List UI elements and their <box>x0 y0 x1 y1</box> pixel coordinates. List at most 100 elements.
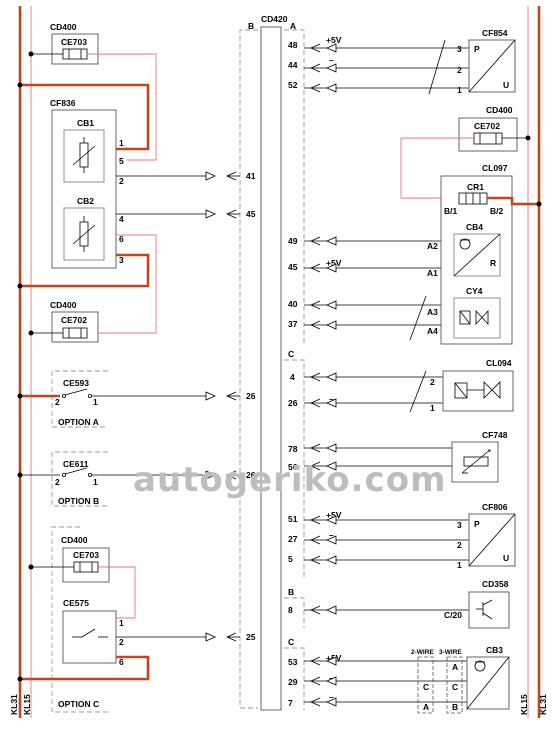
cb2-pin-3: 3 <box>119 255 124 265</box>
option-a-label: OPTION A <box>58 417 99 427</box>
pin-41-label: 41 <box>246 171 256 181</box>
cf806-u-label: U <box>503 553 509 563</box>
junction-dot <box>28 51 34 57</box>
pin-26-right-label: 26 <box>288 398 298 408</box>
connector-arrow-icon <box>310 236 321 246</box>
ce703-to-ce575-wire <box>98 566 136 619</box>
ce702-to-cr1-wire <box>400 137 474 199</box>
ce593-label: CE593 <box>63 378 89 388</box>
cd358-label: CD358 <box>482 579 509 589</box>
connector-arrow-icon <box>326 63 337 73</box>
cd420-left-bracket <box>239 29 258 709</box>
ce703-to-cb1-wire <box>87 53 157 161</box>
cb1-pin-1: 1 <box>119 138 124 148</box>
cf854-u-label: U <box>503 80 509 90</box>
cf806-diagonal-icon <box>468 513 516 567</box>
pin-53-label: 53 <box>288 657 298 667</box>
ce593-switch-icon <box>62 388 93 398</box>
connector-arrow-icon <box>310 697 321 707</box>
pin-48-label: 48 <box>288 40 298 50</box>
pin-49-label: 49 <box>288 236 298 246</box>
cb4-r-label: R <box>490 258 496 268</box>
watermark: autogeriko.com <box>133 460 447 500</box>
cf854-label: CF854 <box>482 28 508 38</box>
option-b-label: OPTION B <box>58 496 99 506</box>
connector-arrow-icon <box>326 676 337 686</box>
ce611-option-b: CE611 2 1 OPTION B <box>17 451 206 507</box>
cl094-valve-icon <box>454 381 501 399</box>
connector-arrow-icon <box>326 535 337 545</box>
signal-plus5v-3: +5V <box>326 510 342 520</box>
pin-78-label: 78 <box>288 444 298 454</box>
cb2-supply-wire <box>88 234 157 334</box>
right-rails: KL15 KL31 <box>519 6 548 718</box>
cd400-ce702-right: CD400 CE702 <box>400 105 531 199</box>
cy4-pin-a3: A3 <box>427 307 438 317</box>
connector-arrow-icon <box>310 461 321 471</box>
ce703-bottom-fuse-icon <box>73 561 99 573</box>
cd358-pin-c20: C/20 <box>444 610 462 620</box>
cr1-ground-wire <box>487 196 539 206</box>
cl094-label: CL094 <box>486 358 512 368</box>
connector-arrow-icon <box>326 461 337 471</box>
cd400-right-label: CD400 <box>486 105 513 115</box>
cf806-pin-1: 1 <box>457 560 462 570</box>
connector-arrow-icon <box>326 236 337 246</box>
connector-arrow-icon <box>310 535 321 545</box>
signal-labels: +5V – +5V – – +5V – – +5V – <box>326 35 342 702</box>
signal-minus-5: – <box>329 673 334 683</box>
cd400-ce702-mid: CD400 CE702 <box>28 300 99 343</box>
connector-arrow-icon <box>310 263 321 273</box>
cf806-label: CF806 <box>482 502 508 512</box>
pin-51-label: 51 <box>288 514 298 524</box>
connector-arrow-icon <box>326 398 337 408</box>
cy4-box <box>453 297 501 339</box>
cb3-sensor-icon <box>474 660 486 672</box>
pin-56-label: 56 <box>288 462 298 472</box>
ce703-top-label: CE703 <box>61 37 87 47</box>
connector-arrow-icon <box>326 320 337 330</box>
pin-29-label: 29 <box>288 677 298 687</box>
cf748-sensor: CF748 <box>451 430 508 483</box>
section-c1-label: C <box>288 349 294 359</box>
cd358-box <box>468 591 510 629</box>
right-wires <box>304 43 469 707</box>
cd400-bottom-label: CD400 <box>61 535 88 545</box>
connector-arrow-icon <box>310 656 321 666</box>
cf806-sensor: CF806 P U 3 2 1 <box>457 502 516 570</box>
ce575-pin-1: 1 <box>119 618 124 628</box>
cl097-module: CL097 CR1 B/1 B/2 CB4 R A2 A1 CY4 A3 A4 <box>409 163 542 345</box>
ce575-label: CE575 <box>63 598 89 608</box>
ce575-ground-wire <box>20 655 150 681</box>
cb4-pin-a1: A1 <box>427 268 438 278</box>
pin-45-arrow <box>205 209 240 219</box>
connector-arrow-icon <box>310 63 321 73</box>
cf854-sensor: CF854 P U 3 2 1 <box>428 28 516 95</box>
signal-minus-4: – <box>329 530 334 540</box>
cb3-pin-c-2wire: C <box>423 682 429 692</box>
pin-4-label: 4 <box>290 372 295 382</box>
ce611-pin-1: 1 <box>93 477 98 487</box>
cb4-pin-a2: A2 <box>427 241 438 251</box>
left-rails: KL31 KL15 <box>9 6 32 718</box>
ce611-pin-2: 2 <box>55 477 60 487</box>
cb4-label: CB4 <box>466 222 483 232</box>
cd420-label: CD420 <box>261 14 288 24</box>
cd358-sensor: CD358 C/20 <box>444 579 510 629</box>
side-b-label: B <box>248 21 254 31</box>
cr1-pin-b2: B/2 <box>490 206 504 216</box>
cb1-pin-2: 2 <box>119 176 124 186</box>
connector-arrow-icon <box>310 443 321 453</box>
connector-arrow-icon <box>310 43 321 53</box>
signal-minus-2: – <box>329 394 334 404</box>
connector-arrow-icon <box>310 83 321 93</box>
cb2-sensor-icon <box>72 216 96 252</box>
pin-26a-label: 26 <box>246 391 256 401</box>
cf836-label: CF836 <box>50 98 76 108</box>
cb3-label: CB3 <box>486 645 503 655</box>
three-wire-label: 3-WIRE <box>439 649 462 656</box>
cd420-connector: CD420 B A C B C <box>239 14 305 711</box>
ce703-bottom-label: CE703 <box>73 550 99 560</box>
cb3-pin-b-3wire: B <box>452 702 458 712</box>
